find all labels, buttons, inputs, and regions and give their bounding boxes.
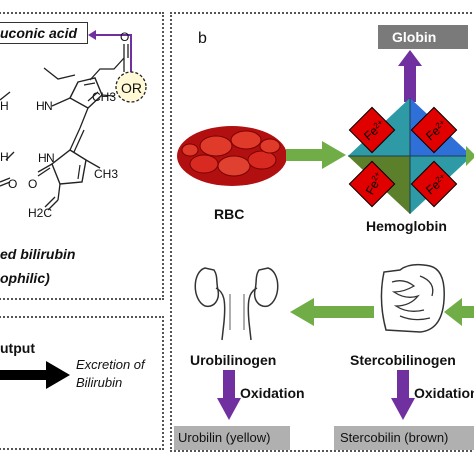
rbc-to-hemoglobin-shaft xyxy=(286,149,326,161)
panel-b-letter: b xyxy=(198,30,207,47)
hemoglobin-label: Hemoglobin xyxy=(366,218,447,234)
rbc-to-hemoglobin-head xyxy=(322,141,346,169)
nitrogen-top-h: H xyxy=(36,99,45,113)
kidney-icon xyxy=(194,267,279,341)
heme-fe-top-left: Fe2+ xyxy=(348,106,396,154)
carboxyl-o-label: O xyxy=(120,30,129,44)
or-label: OR xyxy=(121,80,142,96)
hemoglobin-out-head xyxy=(466,146,474,166)
pyrrole-ring-top xyxy=(69,77,103,109)
nitrogen-bottom-h: H xyxy=(38,151,47,165)
nitrogen-bottom: N xyxy=(46,151,55,165)
heme-fe-bottom-right: Fe2+ xyxy=(410,160,458,208)
urobilin-label: Urobilin (yellow) xyxy=(178,430,271,445)
glucuronic-acid-label: uconic acid xyxy=(0,25,78,41)
oxidation-left-label: Oxidation xyxy=(240,385,305,401)
panel-b xyxy=(170,12,474,452)
intestine-icon xyxy=(380,263,445,333)
fe-charge: 2+ xyxy=(369,170,382,183)
urobilin-box xyxy=(174,426,290,450)
left-oxidation-shaft xyxy=(223,370,235,400)
stercobilinogen-label: Stercobilinogen xyxy=(350,352,456,368)
heme-fe-top-right: Fe2+ xyxy=(410,106,458,154)
globin-label: Globin xyxy=(392,29,437,45)
glucuronide-link-arrow xyxy=(92,34,132,72)
intestine-to-kidney-head xyxy=(290,298,314,326)
output-label: utput xyxy=(0,340,35,356)
right-inflow-head xyxy=(444,298,462,326)
excretion-line-2: Bilirubin xyxy=(76,375,123,390)
right-oxidation-shaft xyxy=(397,370,409,400)
globin-box xyxy=(378,25,468,49)
intestine-to-kidney-shaft xyxy=(312,306,374,318)
h-top-fragment: H xyxy=(0,99,9,113)
rbc-label: RBC xyxy=(214,206,245,222)
bilirubin-structure: OR O CH3 N H N H O CH3 H2C H H O xyxy=(0,30,147,220)
glucuronide-arrowhead xyxy=(88,30,96,40)
right-oxidation-head xyxy=(391,398,415,420)
heme-fe-bottom-left: Fe2+ xyxy=(348,160,396,208)
methyl-top-label: CH3 xyxy=(92,90,116,104)
caption-line-1: ed bilirubin xyxy=(0,246,76,262)
stercobilin-box xyxy=(334,426,474,450)
urobilinogen-label: Urobilinogen xyxy=(190,352,277,368)
methyl-bottom-label: CH3 xyxy=(94,167,118,181)
panel-output xyxy=(0,316,164,450)
glucuronic-label-box xyxy=(0,22,88,44)
h-mid-fragment: H xyxy=(0,150,9,164)
lactam-ring-bottom xyxy=(51,149,87,185)
or-circle xyxy=(115,71,147,103)
nitrogen-top: N xyxy=(44,99,53,113)
globin-arrowhead xyxy=(398,50,422,66)
vinyl-label: H2C xyxy=(28,206,52,220)
left-oxidation-head xyxy=(217,398,241,420)
right-inflow-shaft xyxy=(462,306,474,318)
stercobilin-label: Stercobilin (brown) xyxy=(340,430,449,445)
globin-arrow-shaft xyxy=(404,64,416,102)
conjugated-bilirubin-caption: ed bilirubin ophilic) xyxy=(0,242,75,290)
excretion-line-1: Excretion of xyxy=(76,357,145,372)
excretion-text: Excretion of Bilirubin xyxy=(76,356,145,392)
lactam-o-label: O xyxy=(28,177,37,191)
oxidation-right-label: Oxidation xyxy=(414,385,474,401)
caption-line-2: ophilic) xyxy=(0,270,50,286)
excretion-arrow xyxy=(0,361,70,389)
o-bottom-fragment: O xyxy=(8,177,17,191)
panel-a xyxy=(0,12,164,300)
rbc-cluster xyxy=(177,126,287,186)
